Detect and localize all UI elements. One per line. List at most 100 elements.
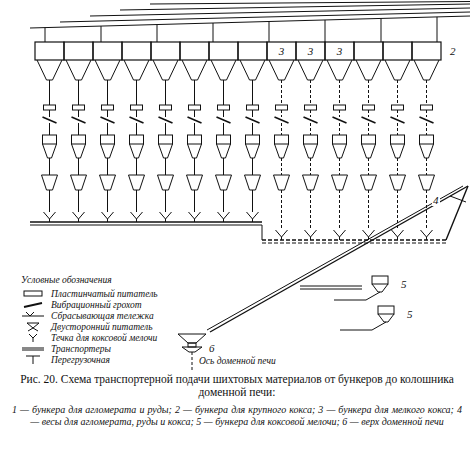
vibrating-screen [217,117,231,123]
weigh-hopper [275,144,289,158]
vibrating-screen [246,117,260,123]
vibrating-screen [362,117,376,123]
callout-number: 3 [336,45,344,57]
outlet-line [49,123,50,135]
two-way-feeder-symbol [33,328,38,331]
tripper-car [73,212,85,219]
fines-bunker [378,306,394,314]
funnel [419,175,435,190]
two-way-feeder-symbol [27,323,39,328]
outlet-line [368,80,369,105]
weigh-hopper [333,144,347,158]
outlet-line [397,80,398,105]
plate-feeder [131,105,143,110]
bunker [296,42,325,60]
tripper-car [131,212,143,219]
funnel [390,175,406,190]
fines-bunker [372,276,388,284]
vibrating-screen [72,117,86,123]
weigh-hopper [159,135,173,144]
plate-feeder [276,105,288,110]
outlet-line [107,190,108,212]
weigh-hopper [246,144,260,158]
outlet-line [78,80,79,105]
bunker-hopper [211,60,236,80]
outlet-line [397,158,398,175]
outlet-line [310,123,311,135]
outlet-line [223,158,224,175]
bunker-hopper [385,60,410,80]
plate-feeder [334,105,346,110]
outlet-line [426,110,427,117]
fines-conveyor [300,286,362,287]
tripper-car [218,212,230,219]
furnace-top [182,347,202,352]
outlet-line [368,123,369,135]
outlet-line [49,110,50,117]
legend-text: Течка для коксовой мелочи [50,333,158,343]
weigh-hopper [188,135,202,144]
conveyor-symbol [22,350,44,351]
chute-line [334,292,380,300]
outlet-line [281,123,282,135]
tripper-symbol [22,316,44,317]
bunker [122,42,151,60]
furnace-top [188,343,196,347]
outlet-line [252,123,253,135]
outlet-line [49,80,50,105]
outlet-line [339,80,340,105]
support-line [325,20,326,42]
bunker-hopper [298,60,323,80]
outlet-line [223,190,224,212]
outlet-line [78,158,79,175]
tripper-symbol [26,312,34,316]
funnel [100,175,116,190]
outlet-line [107,80,108,105]
plate-feeder [102,105,114,110]
outlet-line [165,158,166,175]
weigh-hopper [217,144,231,158]
outlet-line [310,190,311,230]
vibrating-screen [188,117,202,123]
callout-number: 3 [278,45,286,57]
outlet-line [223,110,224,117]
callout-number: 5 [406,308,414,320]
legend-text: Сбрасывающая тележка [50,311,155,321]
weigh-hopper [304,135,318,144]
funnel [216,175,232,190]
top-conveyor [150,2,470,5]
callout-number: 4 [432,194,440,206]
tripper-car [363,230,375,237]
outlet-line [194,123,195,135]
plate-feeder [44,105,56,110]
vibrating-screen [159,117,173,123]
funnel [361,175,377,190]
plate-feeder [73,105,85,110]
weigh-hopper [391,144,405,158]
outlet-line [426,80,427,105]
weigh-hopper [130,135,144,144]
support-line [381,18,382,42]
outlet-line [310,110,311,117]
weigh-hopper [72,135,86,144]
outlet-line [397,110,398,117]
vibrating-screen [333,117,347,123]
plate-feeder [421,105,433,110]
plate-feeder [160,105,172,110]
conveyor [262,243,446,244]
axis-label: Ось доменной печи [198,356,277,366]
plate-feeder [305,105,317,110]
outlet-line [368,190,369,230]
outlet-line [339,123,340,135]
top-conveyor [60,12,470,22]
vibrating-screen [391,117,405,123]
plate-feeder-symbol [24,291,42,296]
fines-conveyor [300,289,362,290]
weigh-hopper [130,144,144,158]
outlet-line [368,110,369,117]
callout-number: 6 [208,342,216,354]
plate-feeder [247,105,259,110]
outlet-line [281,190,282,230]
